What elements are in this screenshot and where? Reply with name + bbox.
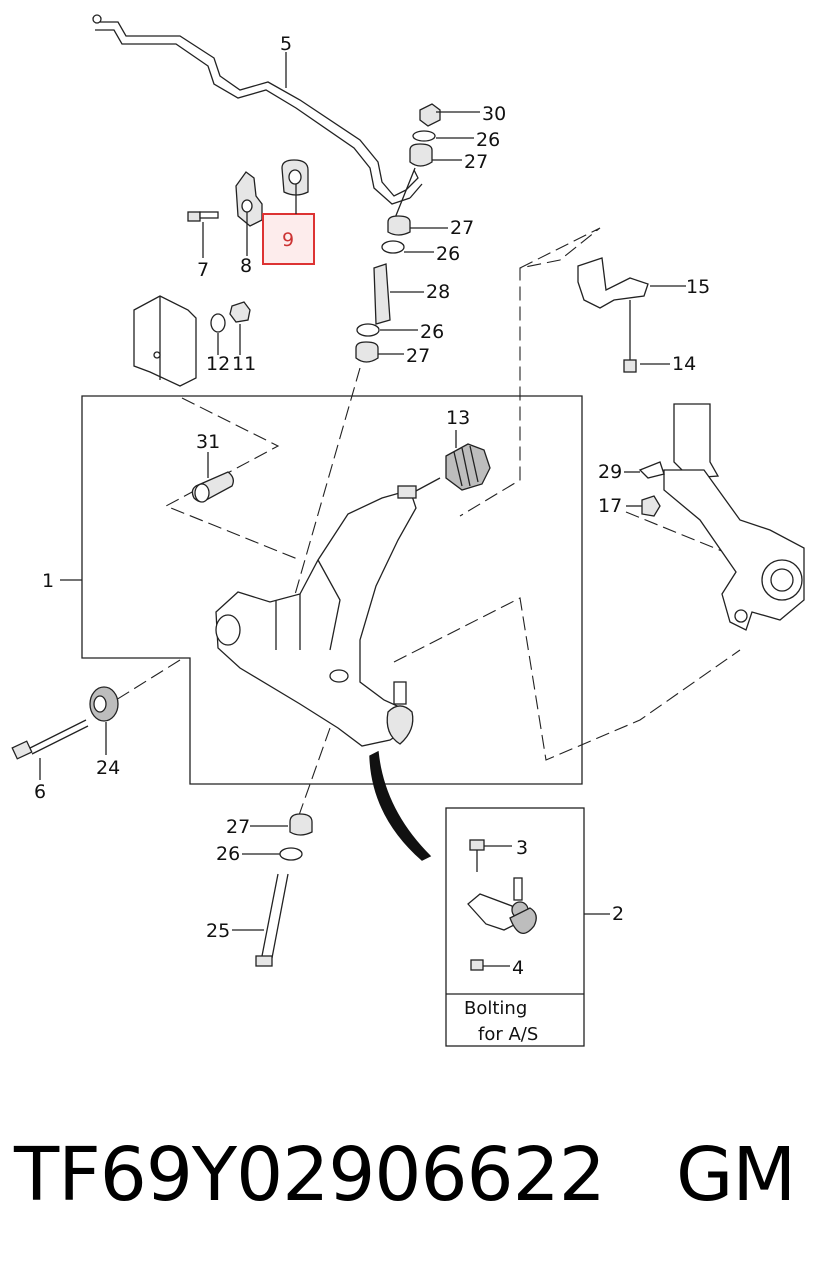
assembly-outline-item-1 [81,395,583,785]
bracket-cover [133,295,251,387]
callout-26: 26 [476,129,500,151]
callout-13: 13 [446,407,470,429]
callout-25: 25 [206,920,230,942]
callout-5: 5 [280,33,292,55]
callout-7: 7 [197,259,209,281]
stabilizer-bar [92,14,423,205]
callout-27: 27 [406,345,430,367]
callout-6: 6 [34,781,46,803]
callout-29: 29 [598,461,622,483]
bolt-item-6 [11,719,89,780]
stabilizer-bushing [281,159,309,196]
callout-26: 26 [420,321,444,343]
callout-1: 1 [42,570,54,592]
callout-9-highlighted: 9 [282,229,294,251]
highlight-box-item-9 [262,213,315,265]
callout-15: 15 [686,276,710,298]
callout-31: 31 [196,431,220,453]
callout-26: 26 [216,843,240,865]
callout-24: 24 [96,757,120,779]
callout-4: 4 [512,957,524,979]
bushing-item-24 [89,686,119,755]
callout-17: 17 [598,495,622,517]
bushing-item-31 [191,452,234,503]
nut-and-pin-items-17-29 [624,461,665,517]
lower-control-arm [215,485,417,747]
callout-14: 14 [672,353,696,375]
bracket-item-15 [577,257,686,309]
callout-27: 27 [450,217,474,239]
bolt-item-14 [623,300,670,373]
callout-3: 3 [516,837,528,859]
bolt-item-7 [187,211,219,258]
link-stack-lower [293,215,411,599]
inset-box-item-2 [445,807,610,1047]
inset-note-line1: Bolting [464,998,527,1019]
callout-11: 11 [232,353,256,375]
callout-2: 2 [612,903,624,925]
callout-28: 28 [426,281,450,303]
callout-26: 26 [436,243,460,265]
bushing-item-13 [413,430,491,493]
part-number-brand: GM [676,1132,795,1218]
inset-arrow [369,750,432,861]
inset-note-line2: for A/S [478,1024,538,1045]
callout-8: 8 [240,255,252,277]
callout-30: 30 [482,103,506,125]
callout-27: 27 [226,816,250,838]
bolt-stack-item-25 [232,813,313,967]
link-stack-upper [394,103,441,219]
stabilizer-bracket [235,171,263,227]
callout-27: 27 [464,151,488,173]
steering-knuckle [663,403,805,631]
callout-12: 12 [206,353,230,375]
part-number-code: TF69Y02906622 [13,1132,605,1218]
